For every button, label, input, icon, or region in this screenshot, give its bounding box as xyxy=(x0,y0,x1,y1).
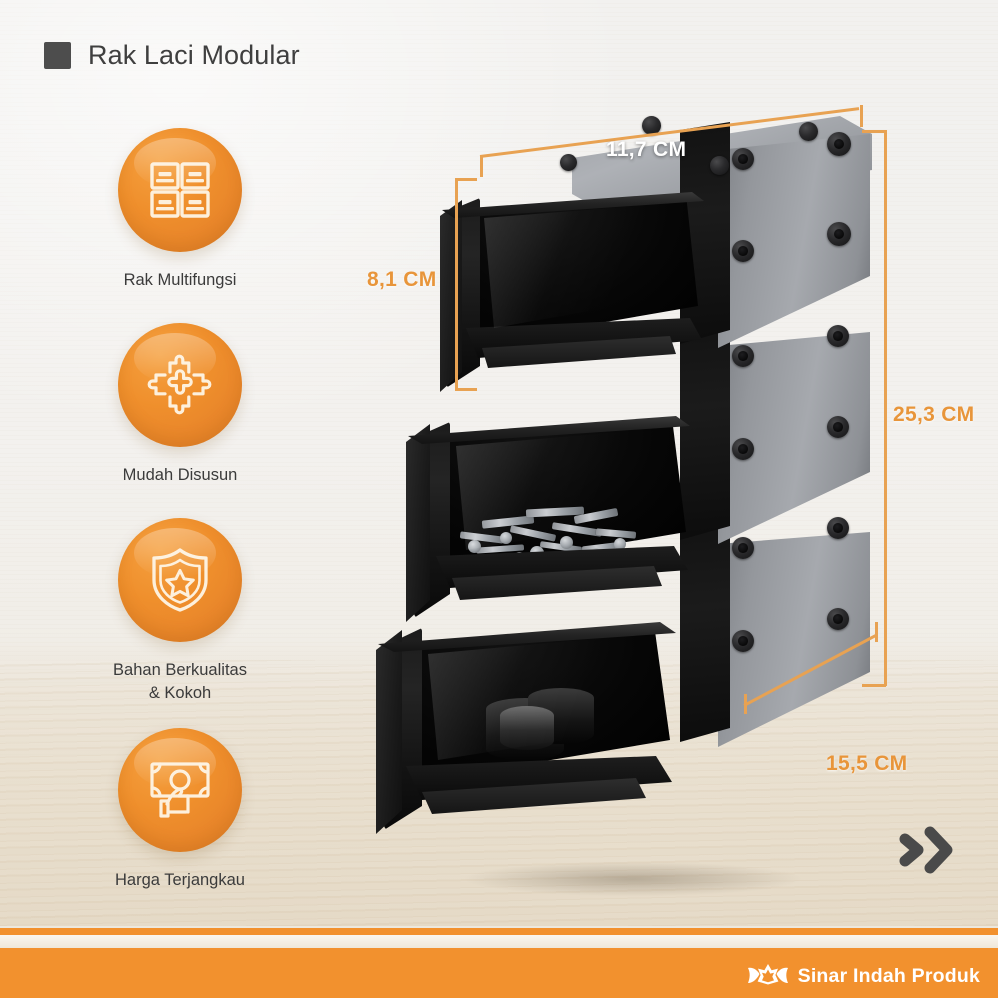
page-title-text: Rak Laci Modular xyxy=(88,40,300,70)
feature-label-line1: Mudah Disusun xyxy=(122,466,238,484)
unit-front-edge xyxy=(680,318,730,540)
bin-left-face xyxy=(376,630,402,834)
feature-label-line2: & Kokoh xyxy=(148,684,212,703)
badge-circle xyxy=(118,518,242,642)
connector-peg xyxy=(732,240,754,262)
connector-peg xyxy=(732,345,754,367)
dimension-depth-label: 15,5 CM xyxy=(826,752,908,775)
feature-badge xyxy=(118,128,242,252)
feature-label-line1: Rak Multifungsi xyxy=(123,271,237,289)
feature-label-line1: Bahan Berkualitas xyxy=(113,661,247,679)
feature-item-harga-terjangkau: Harga Terjangkau xyxy=(0,728,360,892)
dim-cap-far xyxy=(875,622,878,642)
dim-cap-top xyxy=(862,130,886,133)
connector-peg xyxy=(560,154,577,171)
feature-label: Mudah Disusun xyxy=(0,464,360,487)
feature-label: Bahan Berkualitas & Kokoh xyxy=(0,659,360,706)
dim-cap-bottom xyxy=(862,684,886,687)
feature-item-bahan-berkualitas: Bahan Berkualitas & Kokoh xyxy=(0,518,360,706)
unit-front-edge xyxy=(680,518,730,742)
feature-badge xyxy=(118,728,242,852)
connector-peg xyxy=(827,416,849,438)
dim-cap-bottom xyxy=(455,388,477,391)
crown-wings-logo-icon xyxy=(747,964,788,985)
dimension-height-single-label: 8,1 CM xyxy=(367,268,437,291)
connector-peg xyxy=(827,517,849,539)
dim-cap-near xyxy=(744,694,747,714)
square-bullet-icon xyxy=(44,42,71,69)
bin-left-face xyxy=(440,200,462,392)
connector-peg xyxy=(642,116,661,135)
shield-star-icon xyxy=(152,548,208,612)
bin-left-face xyxy=(406,424,430,622)
connector-peg xyxy=(732,630,754,652)
footer-stripe-gap xyxy=(0,935,998,948)
connector-peg xyxy=(732,537,754,559)
dim-cap-top xyxy=(455,178,477,181)
dimension-height-total-label: 25,3 CM xyxy=(893,403,975,426)
page-title: Rak Laci Modular xyxy=(44,40,300,71)
feature-label: Rak Multifungsi xyxy=(0,269,360,292)
connector-peg xyxy=(710,156,729,175)
footer-band xyxy=(0,948,998,998)
badge-circle xyxy=(118,128,242,252)
feature-badge xyxy=(118,323,242,447)
connector-peg xyxy=(827,132,851,156)
connector-peg xyxy=(827,325,849,347)
brand-logo-block: Sinar Indah Produk xyxy=(747,962,980,990)
connector-peg xyxy=(732,438,754,460)
tape-highlight xyxy=(500,706,554,750)
puzzle-pieces-icon xyxy=(147,354,212,415)
dimension-width-label: 11,7 CM xyxy=(606,138,687,161)
feature-label: Harga Terjangkau xyxy=(0,869,360,892)
feature-item-rak-multifungsi: Rak Multifungsi xyxy=(0,128,360,292)
connector-peg xyxy=(827,222,851,246)
dim-cap-left xyxy=(480,155,483,177)
feature-badge xyxy=(118,518,242,642)
dim-line-height-total xyxy=(884,130,887,686)
double-chevron-right-icon[interactable] xyxy=(896,820,958,881)
product-image-modular-drawer-rack xyxy=(376,100,900,920)
dim-cap-right xyxy=(860,105,863,127)
feature-item-mudah-disusun: Mudah Disusun xyxy=(0,323,360,487)
cabinet-grid-icon xyxy=(150,162,210,218)
badge-circle xyxy=(118,728,242,852)
money-hand-icon xyxy=(150,762,210,818)
connector-peg xyxy=(799,122,818,141)
footer-accent-stripe xyxy=(0,928,998,935)
connector-peg xyxy=(827,608,849,630)
connector-peg xyxy=(732,148,754,170)
badge-circle xyxy=(118,323,242,447)
feature-label-line1: Harga Terjangkau xyxy=(115,871,245,889)
dim-line-height-single xyxy=(455,178,458,390)
brand-name-text: Sinar Indah Produk xyxy=(797,964,980,987)
